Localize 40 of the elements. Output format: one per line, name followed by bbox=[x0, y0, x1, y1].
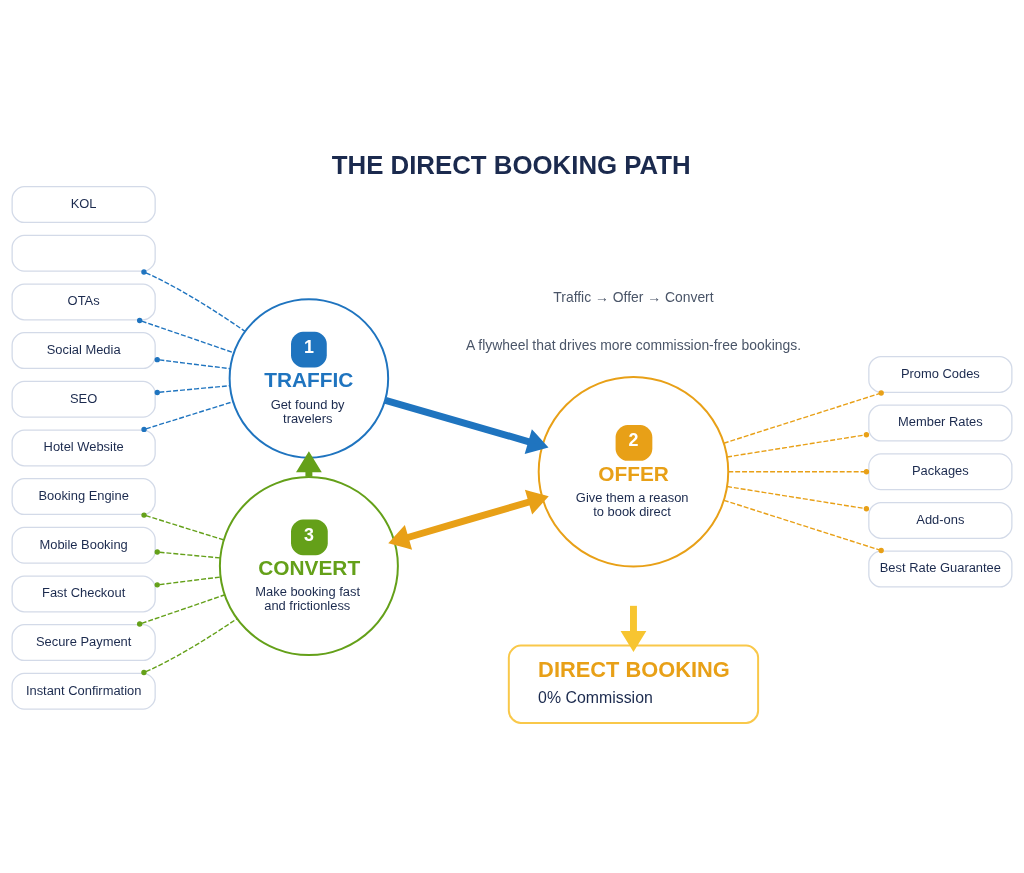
node-box: Best Rate Guarantee bbox=[868, 550, 1013, 588]
node-box: Add-ons bbox=[868, 501, 1013, 539]
node-box: SEO bbox=[11, 380, 156, 418]
node-box: DIRECT BOOKING 0% Commission bbox=[507, 644, 760, 725]
label: Traffic → Offer → Convert bbox=[553, 288, 714, 305]
node-box: Member Rates bbox=[868, 404, 1013, 442]
connector bbox=[141, 401, 234, 433]
connector bbox=[723, 499, 884, 554]
connector bbox=[154, 549, 221, 559]
connector bbox=[141, 269, 246, 332]
label: A flywheel that drives more commission-free bookings. bbox=[465, 337, 801, 354]
node-box: Instant Confirmation bbox=[11, 672, 156, 710]
node-box: OTAs bbox=[11, 283, 156, 321]
arrow bbox=[384, 396, 549, 454]
node-circle: 3 CONVERT Make booking fast and frictionless bbox=[218, 476, 399, 657]
node-box: Promo Codes bbox=[868, 355, 1013, 393]
connector bbox=[141, 512, 224, 541]
arrow bbox=[388, 489, 549, 550]
node-box: Mobile Booking bbox=[11, 526, 156, 564]
node-box: Hotel Website bbox=[11, 429, 156, 467]
diagram-title: THE DIRECT BOOKING PATH bbox=[331, 150, 691, 179]
connector bbox=[726, 485, 870, 512]
connector bbox=[137, 594, 225, 627]
node-circle: 2 OFFER Give them a reason to book direct bbox=[537, 376, 730, 568]
arrow bbox=[620, 605, 647, 653]
node-box: Fast Checkout bbox=[11, 575, 156, 613]
node-circle: 1 TRAFFIC Get found by travelers bbox=[228, 298, 390, 459]
node-box: Secure Payment bbox=[11, 624, 156, 662]
node-box: Packages bbox=[868, 453, 1013, 491]
node-box bbox=[11, 234, 156, 272]
connector bbox=[727, 469, 870, 475]
connector bbox=[154, 385, 231, 396]
connector bbox=[154, 356, 231, 370]
node-box: Social Media bbox=[11, 332, 156, 370]
node-box: KOL bbox=[11, 186, 156, 224]
connector bbox=[154, 576, 221, 588]
connector bbox=[723, 390, 884, 444]
connector bbox=[137, 317, 235, 354]
connector bbox=[141, 618, 238, 676]
connector bbox=[726, 432, 870, 458]
